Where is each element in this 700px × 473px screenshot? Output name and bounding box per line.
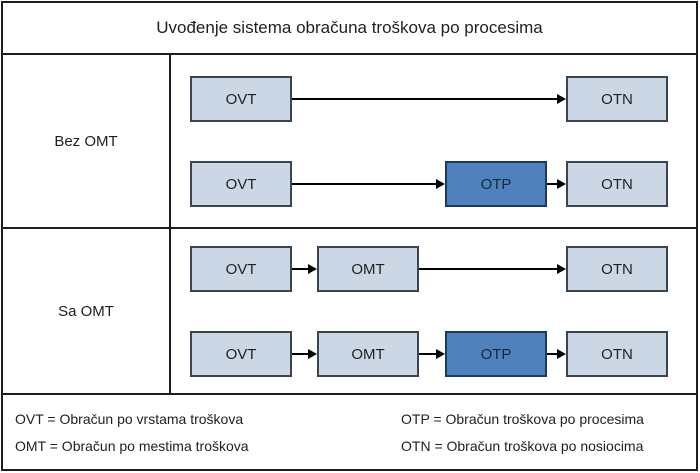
flow-line-4: OVT OMT OTP OTN <box>190 331 668 377</box>
arrow-right-icon <box>547 178 566 190</box>
flow-box-otp-highlighted: OTP <box>445 331 547 377</box>
arrow-right-icon <box>292 348 317 360</box>
legend-entry-otn: OTN = Obračun troškova po nosiocima <box>401 438 644 454</box>
arrow-right-icon <box>419 263 566 275</box>
flow-line-2: OVT OTP OTN <box>190 161 668 207</box>
flow-area-bez-omt: OVT OTN OVT OTP OTN <box>171 55 696 227</box>
arrow-right-icon <box>419 348 445 360</box>
row-sa-omt: Sa OMT OVT OMT OTN OVT OMT OTP OTN <box>3 229 696 395</box>
legend-entry-otp: OTP = Obračun troškova po procesima <box>401 411 644 427</box>
legend-column-left: OVT = Obračun po vrstama troškova OMT = … <box>15 409 401 456</box>
flow-box-otn: OTN <box>566 331 668 377</box>
arrow-right-icon <box>292 178 445 190</box>
flow-line-1: OVT OTN <box>190 76 668 122</box>
flow-box-otn: OTN <box>566 246 668 292</box>
flow-box-ovt: OVT <box>190 331 292 377</box>
flow-box-otn: OTN <box>566 76 668 122</box>
legend-entry-ovt: OVT = Obračun po vrstama troškova <box>15 411 244 427</box>
flow-box-ovt: OVT <box>190 76 292 122</box>
flow-box-omt: OMT <box>317 331 419 377</box>
flow-box-otn: OTN <box>566 161 668 207</box>
arrow-right-icon <box>292 93 566 105</box>
row-label-sa-omt: Sa OMT <box>3 229 171 393</box>
legend-entry-omt: OMT = Obračun po mestima troškova <box>15 438 249 454</box>
row-label-bez-omt: Bez OMT <box>3 55 171 227</box>
diagram-title: Uvođenje sistema obračuna troškova po pr… <box>3 3 696 55</box>
flow-area-sa-omt: OVT OMT OTN OVT OMT OTP OTN <box>171 229 696 393</box>
arrow-right-icon <box>292 263 317 275</box>
row-bez-omt: Bez OMT OVT OTN OVT OTP OTN <box>3 55 696 229</box>
flow-box-ovt: OVT <box>190 161 292 207</box>
flow-box-omt: OMT <box>317 246 419 292</box>
flow-line-3: OVT OMT OTN <box>190 246 668 292</box>
flow-box-otp-highlighted: OTP <box>445 161 547 207</box>
arrow-right-icon <box>547 348 566 360</box>
legend-column-right: OTP = Obračun troškova po procesima OTN … <box>401 409 644 456</box>
legend: OVT = Obračun po vrstama troškova OMT = … <box>3 395 696 469</box>
flow-box-ovt: OVT <box>190 246 292 292</box>
